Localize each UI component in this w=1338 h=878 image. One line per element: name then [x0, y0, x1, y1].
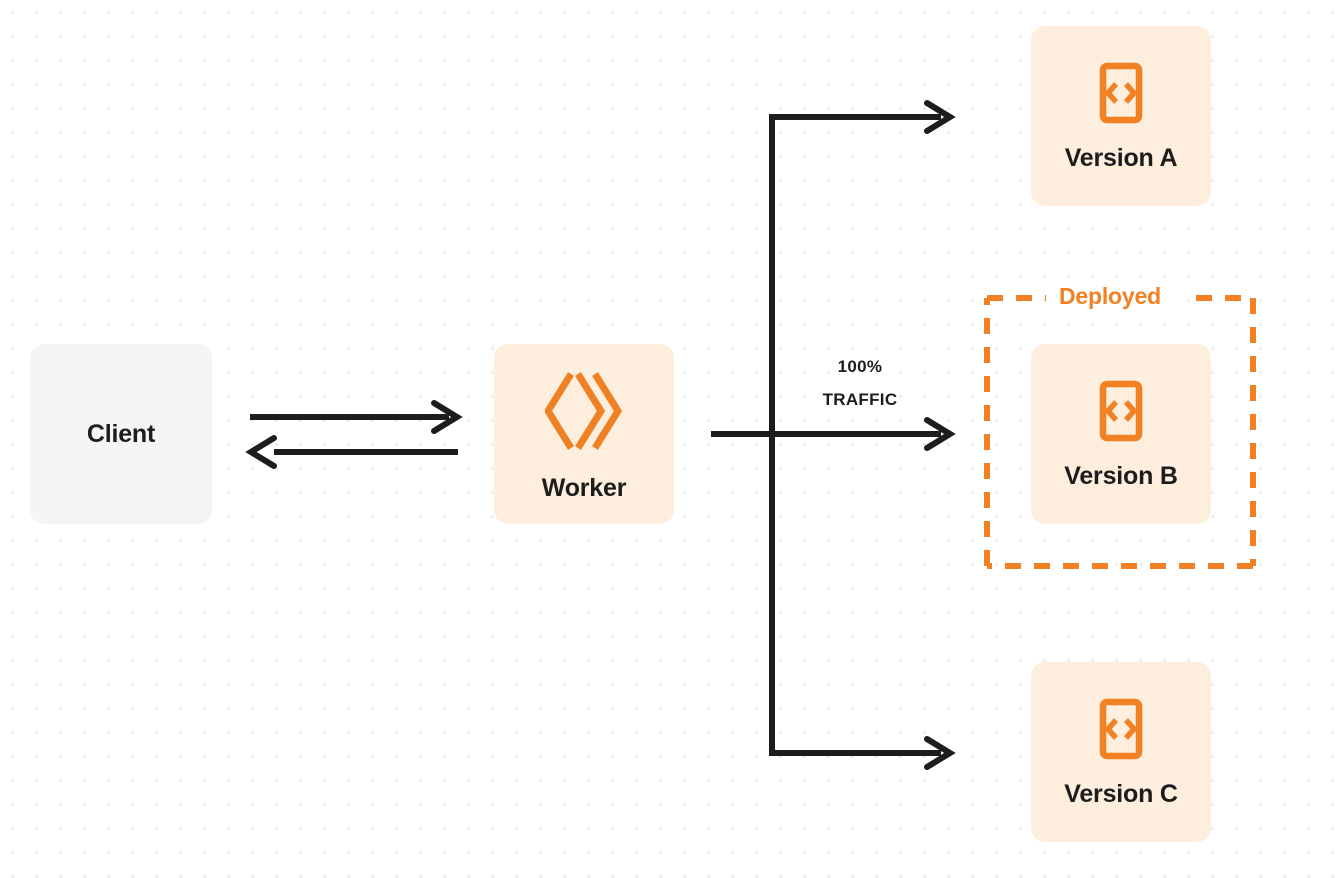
node-client[interactable]: Client [30, 344, 212, 524]
node-worker-label: Worker [541, 473, 627, 502]
edge-worker-to-client-arrowhead [245, 435, 277, 469]
node-version-b[interactable]: Version B [1031, 344, 1211, 524]
traffic-label-percent: 100% [837, 357, 883, 376]
code-file-icon [1099, 698, 1143, 760]
code-file-icon-svg [1099, 380, 1143, 441]
code-file-icon-svg [1099, 698, 1143, 759]
edge-branch-version-b-arrowhead [924, 417, 956, 451]
node-version-a-label: Version A [1064, 143, 1178, 172]
traffic-label-word: TRAFFIC [822, 390, 898, 409]
edge-client-to-worker [250, 400, 463, 434]
node-version-c-label: Version C [1064, 779, 1178, 808]
code-file-icon [1099, 62, 1143, 124]
edge-client-to-worker-arrowhead [431, 400, 463, 434]
code-file-icon-svg [1099, 62, 1143, 123]
edge-branch-version-c-arrowhead [924, 736, 956, 770]
edge-worker-to-versions [711, 100, 956, 770]
traffic-label: 100% TRAFFIC [790, 350, 930, 416]
edge-branch-version-a-arrowhead [924, 100, 956, 134]
node-version-b-label: Version B [1064, 461, 1178, 490]
edge-worker-to-client [245, 435, 458, 469]
code-file-icon [1099, 380, 1143, 442]
node-version-c[interactable]: Version C [1031, 662, 1211, 842]
cloudflare-workers-logo-svg [543, 371, 623, 450]
node-client-label: Client [86, 419, 156, 448]
node-worker[interactable]: Worker [494, 344, 674, 524]
deployed-group-label: Deployed [1051, 283, 1169, 309]
cloudflare-workers-logo-icon [543, 368, 623, 454]
node-version-a[interactable]: Version A [1031, 26, 1211, 206]
